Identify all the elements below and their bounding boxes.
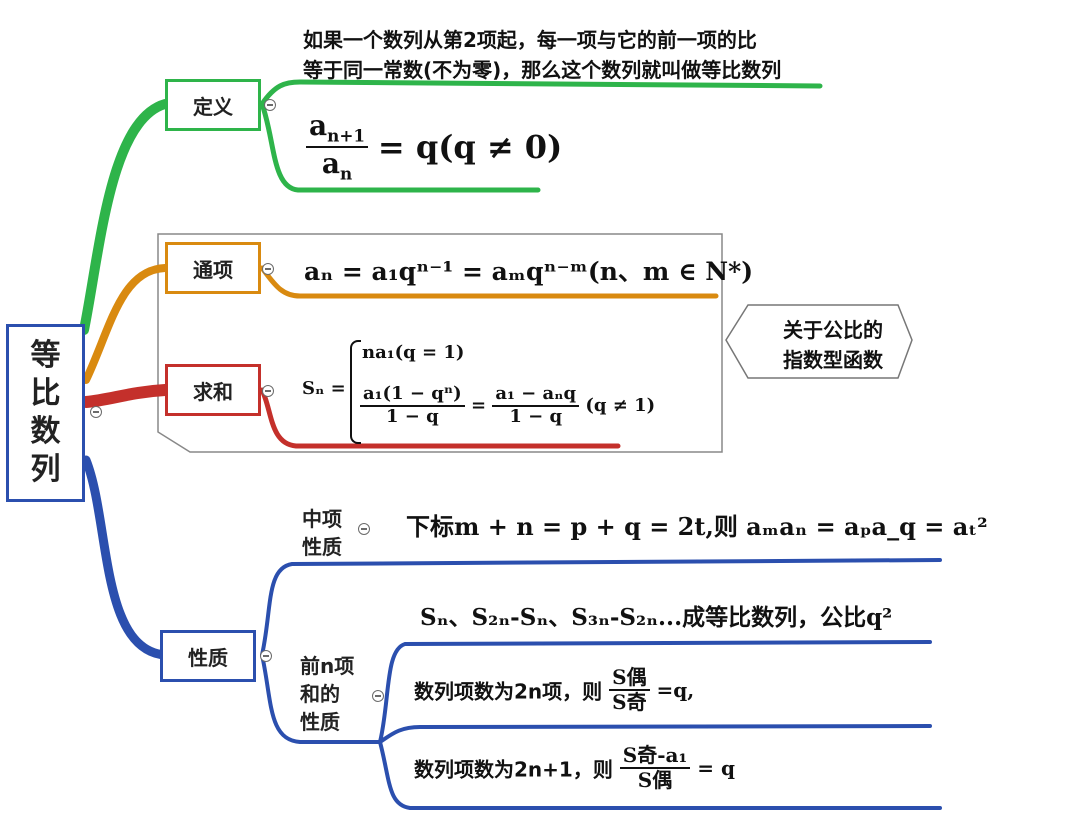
partial-sum-odd-text: 数列项数为2n+1，则: [414, 757, 613, 782]
property-lower-curve: [260, 653, 382, 744]
definition-collapse-icon[interactable]: [264, 99, 276, 111]
general-term-node[interactable]: 通项: [165, 242, 261, 294]
partial-sum-lower-curve: [378, 740, 942, 810]
root-node[interactable]: 等 比 数 列: [6, 324, 85, 502]
property-node[interactable]: 性质: [160, 630, 256, 682]
definition-text-line1: 如果一个数列从第2项起，每一项与它的前一项的比: [303, 28, 757, 52]
middle-term-label-line1: 中项: [302, 507, 342, 531]
partial-sum-label-line3: 性质: [300, 710, 340, 734]
partial-sum-label-line2: 和的: [300, 682, 340, 706]
sum-lhs: Sₙ =: [302, 378, 346, 399]
sum-brace: [350, 340, 361, 444]
partial-sum-even-rhs: =q,: [656, 678, 695, 702]
sum-case2-denominator2: 1 − q: [509, 405, 563, 427]
general-term-label: 通项: [193, 257, 233, 282]
definition-node[interactable]: 定义: [165, 79, 261, 131]
property-collapse-icon[interactable]: [260, 650, 272, 662]
definition-formula: an+1 an = q(q ≠ 0): [306, 109, 563, 184]
group-frame: [157, 233, 723, 453]
partial-sum-odd-denominator: S偶: [637, 768, 673, 792]
root-char-4: 列: [30, 452, 61, 487]
root-char-1: 等: [30, 338, 61, 373]
sum-case2-equals: =: [470, 395, 487, 417]
sum-case2: a₁(1 − qⁿ) 1 − q = a₁ − aₙq 1 − q (q ≠ 1…: [360, 383, 656, 427]
definition-fraction: an+1 an: [306, 109, 369, 184]
definition-fraction-numerator: an+1: [306, 109, 369, 148]
callout-line2: 指数型函数: [783, 348, 883, 372]
root-collapse-icon[interactable]: [90, 406, 102, 418]
root-char-3: 数: [30, 414, 61, 449]
partial-sum-odd-row: 数列项数为2n+1，则 S奇-a₁ S偶 = q: [414, 744, 735, 792]
sum-case2-denominator: 1 − q: [385, 405, 439, 427]
partial-sum-middle-line: [378, 724, 932, 744]
sum-case2-numerator: a₁(1 − qⁿ): [360, 383, 465, 407]
callout-line1: 关于公比的: [783, 318, 883, 342]
general-term-collapse-icon[interactable]: [262, 263, 274, 275]
sum-collapse-icon[interactable]: [262, 385, 274, 397]
definition-branch: [79, 99, 170, 335]
middle-term-collapse-icon[interactable]: [358, 523, 370, 535]
callout-text: 关于公比的 指数型函数: [768, 315, 898, 375]
partial-sum-even-denominator: S奇: [612, 690, 647, 714]
property-label: 性质: [188, 645, 228, 670]
definition-text-line2: 等于同一常数(不为零)，那么这个数列就叫做等比数列: [303, 58, 782, 82]
property-branch: [81, 455, 170, 660]
partial-sum-odd-rhs: = q: [697, 756, 735, 780]
sum-label: 求和: [193, 379, 233, 404]
partial-sum-upper-curve: [378, 640, 932, 744]
definition-formula-rhs: = q(q ≠ 0): [377, 127, 563, 166]
middle-term-label-line2: 性质: [302, 535, 342, 559]
middle-term-label[interactable]: 中项 性质: [302, 505, 342, 561]
partial-sum-collapse-icon[interactable]: [372, 690, 384, 702]
partial-sum-even-numerator: S偶: [609, 666, 650, 691]
sum-case1: na₁(q = 1): [362, 342, 465, 363]
partial-sum-even-text: 数列项数为2n项，则: [414, 679, 603, 704]
partial-sum-even-row: 数列项数为2n项，则 S偶 S奇 =q,: [414, 666, 694, 714]
partial-sum-odd-numerator: S奇-a₁: [619, 744, 691, 769]
sum-case2-numerator2: a₁ − aₙq: [492, 383, 580, 407]
sum-node[interactable]: 求和: [165, 364, 261, 416]
partial-sum-segments-formula: Sₙ、S₂ₙ-Sₙ、S₃ₙ-S₂ₙ...成等比数列，公比q²: [420, 604, 893, 631]
sum-underline: [259, 387, 621, 449]
root-char-2: 比: [30, 376, 61, 411]
definition-label: 定义: [193, 94, 233, 119]
general-term-branch: [82, 264, 169, 384]
general-term-formula: aₙ = a₁qⁿ⁻¹ = aₘqⁿ⁻ᵐ(n、m ∈ N*): [304, 257, 754, 286]
definition-fraction-denominator: an: [321, 146, 353, 184]
callout-shape: [725, 304, 913, 379]
partial-sum-label-line1: 前n项: [300, 654, 355, 678]
middle-term-formula: 下标m + n = p + q = 2t,则 aₘaₙ = aₚa_q = aₜ…: [406, 512, 988, 541]
partial-sum-label[interactable]: 前n项 和的 性质: [300, 652, 354, 736]
sum-case2-condition: (q ≠ 1): [585, 395, 656, 417]
definition-lower-curve: [259, 101, 541, 193]
sum-branch: [80, 384, 171, 408]
definition-upper-curve: [259, 79, 823, 107]
property-upper-curve: [260, 558, 942, 657]
